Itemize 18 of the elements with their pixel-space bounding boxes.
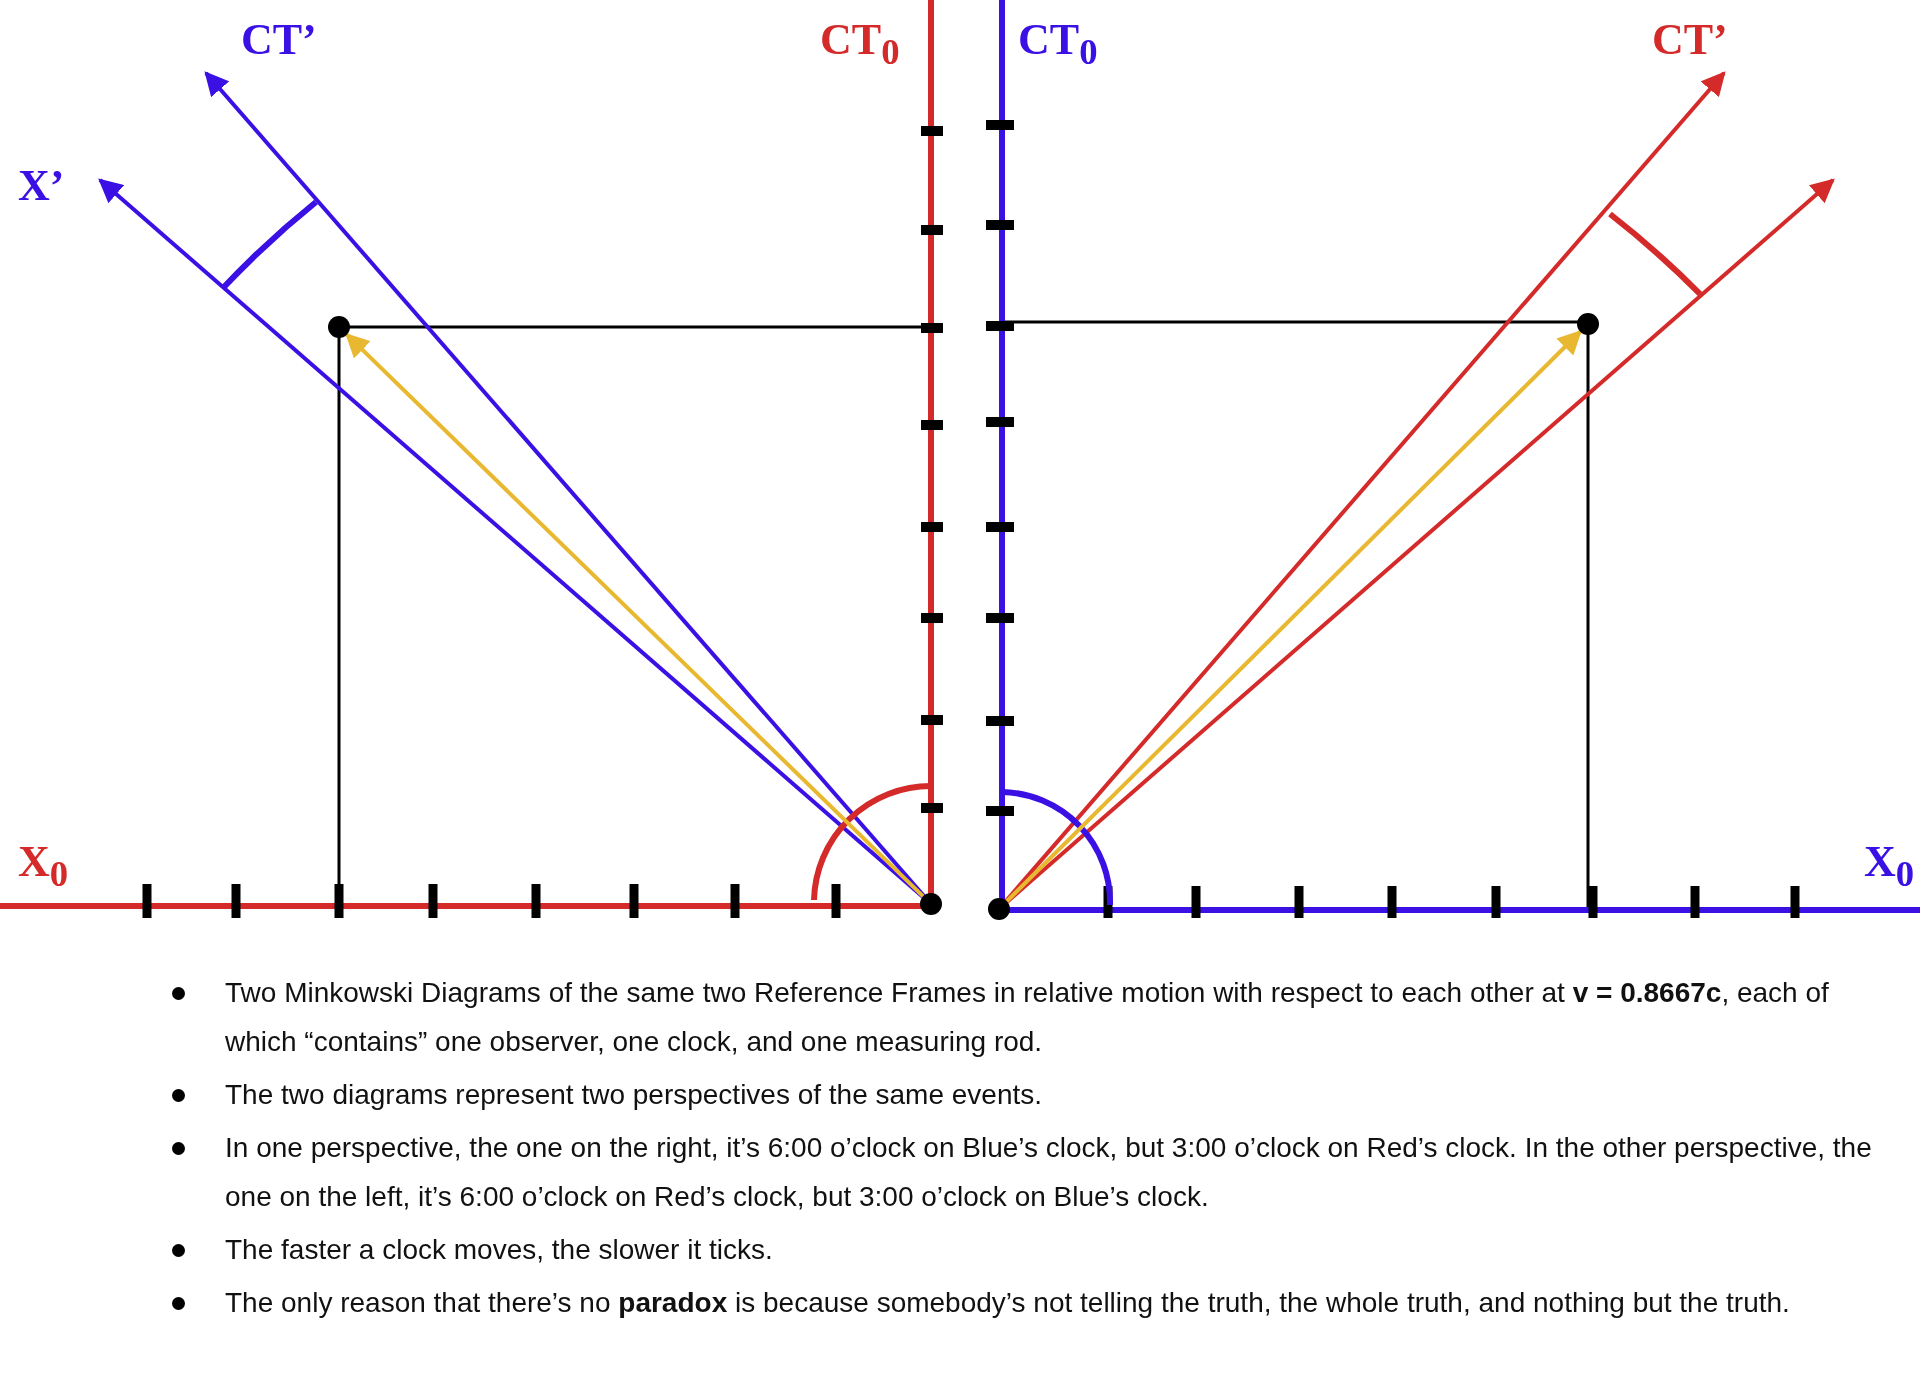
bullet-text: The faster a clock moves, the slower it ticks. bbox=[225, 1233, 774, 1267]
axis-label: CT’ bbox=[241, 18, 317, 62]
arrow bbox=[1005, 330, 1582, 903]
bullet-text: The two diagrams represent two perspectives of the same events. bbox=[225, 1078, 1044, 1112]
event-dot bbox=[920, 893, 942, 915]
bullet-text: The only reason that there’s no paradox is because somebody’s not telling the truth, the whole truth, and nothing but the truth. bbox=[225, 1286, 1791, 1320]
axis-label: CT$_{0}$ bbox=[1018, 18, 1098, 71]
axis-label: CT$_{0}$ bbox=[820, 18, 900, 71]
axis-label: X$_{0}$ bbox=[1864, 840, 1915, 893]
event-dot bbox=[988, 898, 1010, 920]
axis-label: CT’ bbox=[1652, 18, 1728, 62]
axis-label: X’ bbox=[18, 164, 65, 208]
bullet-text: In one perspective, the one on the right, it’s 6:00 o’clock on Blue’s clock, but 3:00 o’clock on Red’s clock. In the other perspective, the one on the left, it’s 6:00 o’clock on Red’s clock, but 3:00 o’clock on Blue’s clock. bbox=[225, 1131, 1873, 1214]
axis-label: X$_{0}$ bbox=[18, 840, 69, 893]
arrow bbox=[345, 333, 925, 898]
bullet-text: Two Minkowski Diagrams of the same two Reference Frames in relative motion with respect to each other at v = 0.8667c, each of which “contains” one observer, one clock, and one measuring rod. bbox=[225, 976, 1830, 1059]
event-dot bbox=[328, 316, 350, 338]
event-dot bbox=[1577, 313, 1599, 335]
